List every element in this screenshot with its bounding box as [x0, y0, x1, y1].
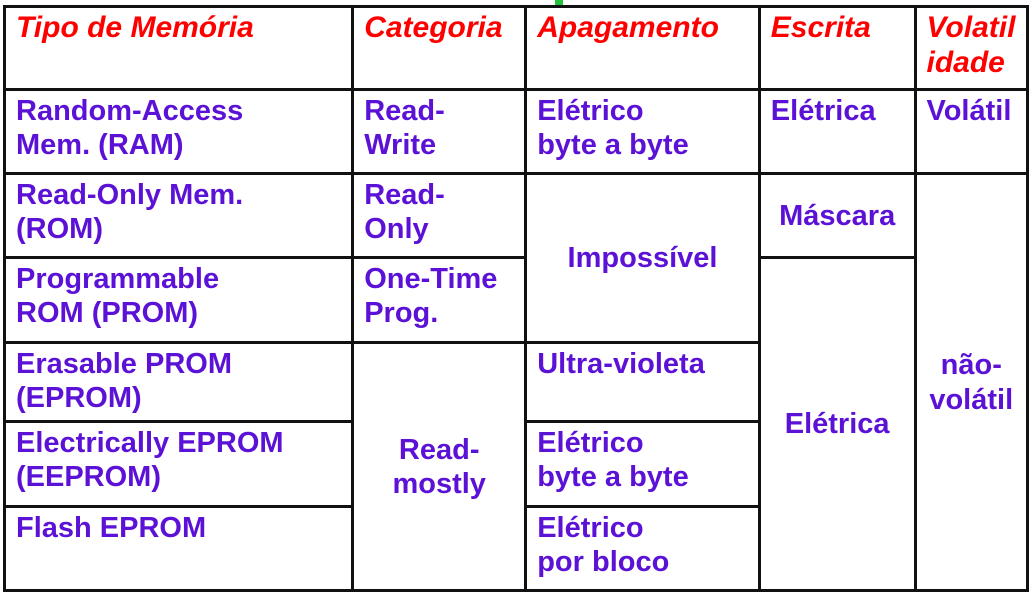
header-row: Tipo de Memória Categoria Apagamento Esc…	[2, 5, 1030, 91]
cell-apagamento: Elétrico byte a byte	[524, 420, 761, 508]
cell-tipo: Random-Access Mem. (RAM)	[2, 88, 355, 175]
cell-tipo: Read-Only Mem. (ROM)	[2, 172, 355, 259]
cell-tipo: Flash EPROM	[2, 505, 355, 592]
header-tipo-de-memoria: Tipo de Memória	[2, 5, 355, 91]
header-volatilidade: Volatil idade	[913, 5, 1030, 91]
table-row: Random-Access Mem. (RAM) Read- Write Elé…	[2, 88, 1030, 175]
cell-categoria: Read- Write	[351, 88, 528, 175]
header-apagamento: Apagamento	[524, 5, 761, 91]
table-row: Read-Only Mem. (ROM) Read- Only Impossív…	[2, 172, 1030, 592]
cell-apagamento: Elétrico byte a byte	[524, 88, 761, 175]
table-row: Programmable ROM (PROM) One-Time Prog. E…	[2, 256, 1028, 592]
cell-categoria: One-Time Prog.	[351, 256, 528, 344]
table-row: Electrically EPROM (EEPROM) Elétrico byt…	[2, 420, 1028, 508]
cell-tipo: Programmable ROM (PROM)	[2, 256, 355, 344]
table-row: Flash EPROM Elétrico por bloco	[2, 505, 1028, 592]
green-marker	[555, 0, 563, 6]
cell-volatilidade: Volátil	[913, 88, 1030, 175]
table-row: Erasable PROM (EPROM) Read- mostly Ultra…	[2, 341, 1028, 592]
cell-categoria-merged: Read- mostly	[351, 341, 528, 592]
cell-apagamento-merged: Impossível	[524, 172, 761, 344]
cell-escrita: Elétrica	[757, 88, 917, 175]
cell-tipo: Electrically EPROM (EEPROM)	[2, 420, 355, 508]
cell-apagamento: Elétrico por bloco	[524, 505, 761, 592]
memory-types-table: Tipo de Memória Categoria Apagamento Esc…	[2, 5, 1030, 592]
cell-volatilidade-merged: não- volátil	[913, 172, 1030, 592]
header-categoria: Categoria	[351, 5, 528, 91]
cell-apagamento: Ultra-violeta	[524, 341, 761, 423]
header-escrita: Escrita	[757, 5, 917, 91]
cell-escrita-merged: Elétrica	[757, 256, 917, 592]
cell-escrita: Máscara	[757, 172, 917, 259]
cell-categoria: Read- Only	[351, 172, 528, 259]
cell-tipo: Erasable PROM (EPROM)	[2, 341, 355, 423]
